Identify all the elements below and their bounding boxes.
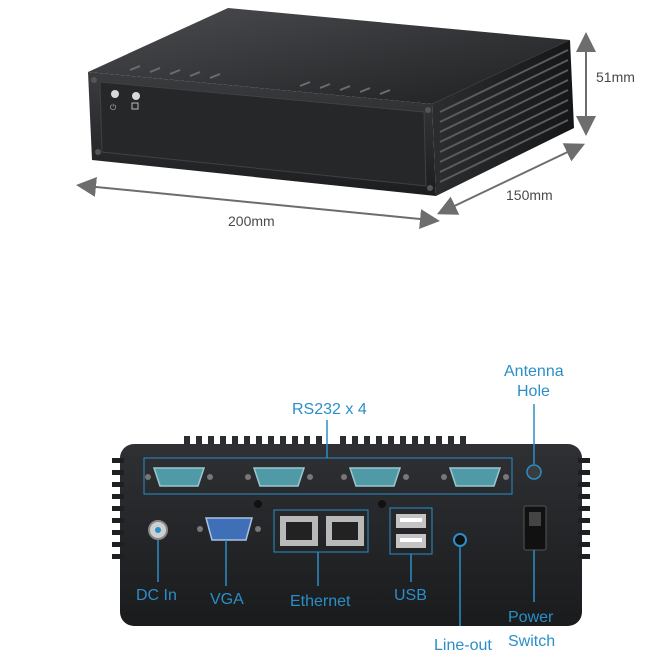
rs232-port bbox=[441, 467, 509, 487]
vga-port bbox=[197, 517, 261, 541]
height-label: 51mm bbox=[596, 69, 635, 85]
rear-right-fins bbox=[578, 458, 590, 559]
usb-label: USB bbox=[394, 587, 427, 604]
ethernet-label: Ethernet bbox=[290, 593, 351, 610]
device-isometric-view: ⏻ bbox=[88, 8, 574, 196]
ethernet-group-box bbox=[273, 509, 369, 553]
ethernet-port bbox=[280, 516, 318, 546]
antenna-label-line1: Antenna bbox=[504, 363, 564, 380]
usb-port bbox=[396, 514, 426, 528]
callout-leaders bbox=[157, 404, 535, 626]
line-out-jack bbox=[453, 533, 467, 547]
rs232-port bbox=[145, 467, 213, 487]
depth-label: 150mm bbox=[506, 187, 553, 203]
screw-icon bbox=[95, 149, 101, 155]
side-heat-fins bbox=[439, 49, 569, 183]
top-heat-fins bbox=[129, 65, 391, 95]
rear-top-fins bbox=[184, 436, 466, 446]
device-rear-panel bbox=[112, 436, 590, 626]
screw-icon bbox=[425, 107, 431, 113]
ethernet-port bbox=[326, 516, 364, 546]
dimension-arrows bbox=[76, 31, 596, 229]
screw-icon bbox=[91, 77, 97, 83]
device-top-face bbox=[88, 8, 570, 104]
screw-icon bbox=[254, 500, 262, 508]
hdd-led bbox=[132, 92, 140, 100]
line-out-label: Line-out bbox=[434, 637, 492, 654]
power-switch-label-line2: Switch bbox=[508, 633, 555, 650]
rs232-group-box bbox=[143, 457, 513, 495]
antenna-hole bbox=[526, 464, 542, 480]
screw-icon bbox=[427, 185, 433, 191]
screw-icon bbox=[378, 500, 386, 508]
vga-label: VGA bbox=[210, 591, 244, 608]
width-label: 200mm bbox=[228, 213, 275, 229]
depth-arrow bbox=[436, 143, 586, 215]
antenna-label-line2: Hole bbox=[517, 383, 550, 400]
width-arrow bbox=[76, 177, 440, 229]
rs232-port bbox=[341, 467, 409, 487]
hdd-led-icon bbox=[131, 102, 139, 110]
power-led-icon: ⏻ bbox=[110, 103, 117, 112]
power-led bbox=[111, 90, 119, 98]
rear-left-fins bbox=[112, 458, 124, 559]
rs232-label: RS232 x 4 bbox=[292, 401, 367, 418]
power-switch-label-line1: Power bbox=[508, 609, 554, 626]
rs232-port bbox=[245, 467, 313, 487]
usb-port bbox=[396, 534, 426, 548]
dc-in-label: DC In bbox=[136, 587, 177, 604]
